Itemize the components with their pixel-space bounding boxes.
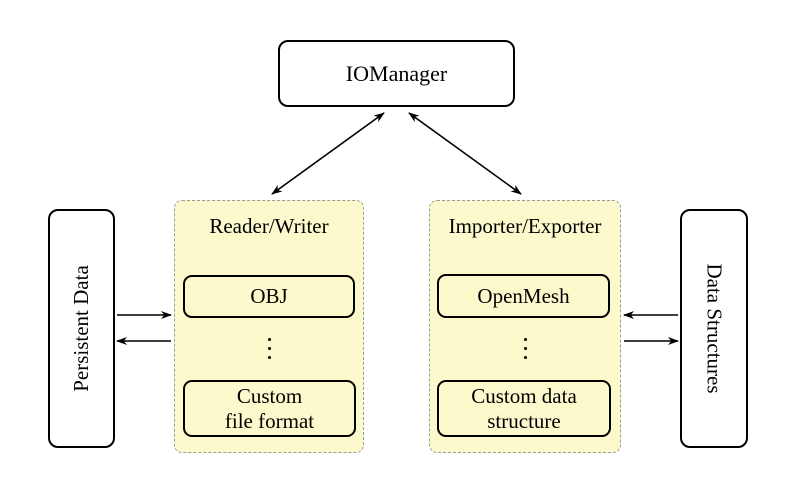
importer-exporter-container: [429, 200, 621, 453]
persistent-data-label: Persistent Data: [69, 265, 93, 392]
obj-label: OBJ: [250, 284, 288, 308]
custom-file-format-label-line1: Custom: [236, 383, 303, 408]
reader-writer-container: [174, 200, 364, 453]
openmesh-label: OpenMesh: [477, 283, 570, 308]
data-structures-node: Data Structures: [680, 209, 748, 448]
iomanager-node: IOManager: [278, 40, 515, 107]
custom-data-structure-label-line2: structure: [487, 408, 561, 433]
custom-data-structure-node: Custom data structure: [437, 380, 611, 437]
arrow-iomanager-importerexporter: [408, 112, 522, 195]
vertical-ellipsis-icon: [524, 338, 527, 359]
persistent-data-node: Persistent Data: [48, 209, 115, 448]
obj-node: OBJ: [183, 275, 355, 318]
reader-writer-title: Reader/Writer: [209, 214, 329, 238]
importer-exporter-title: Importer/Exporter: [448, 214, 602, 238]
arrow-iomanager-readerwriter: [271, 112, 385, 195]
openmesh-node: OpenMesh: [437, 274, 610, 318]
data-structures-label: Data Structures: [702, 263, 727, 394]
iomanager-label: IOManager: [345, 60, 448, 86]
vertical-ellipsis-icon: [268, 338, 271, 359]
custom-file-format-label-line2: file format: [224, 408, 315, 433]
custom-data-structure-label-line1: Custom data: [471, 383, 577, 408]
custom-file-format-node: Custom file format: [183, 380, 356, 437]
